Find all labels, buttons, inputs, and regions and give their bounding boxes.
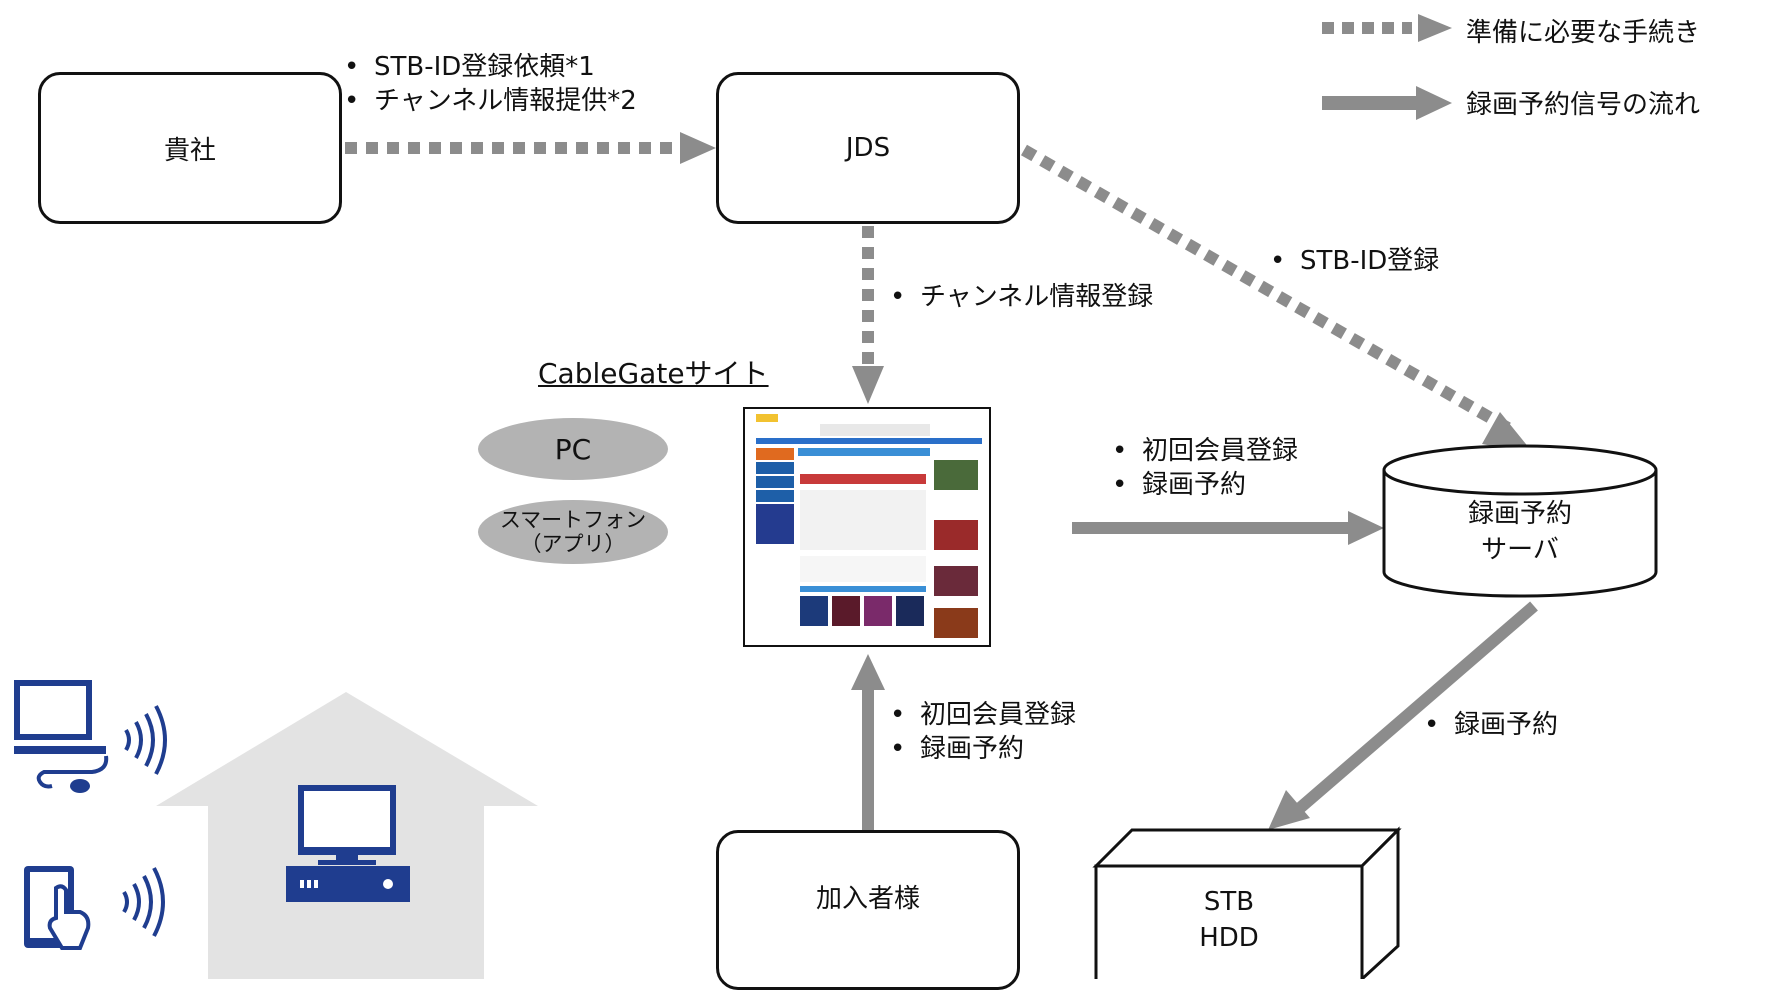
company-label: 貴社 — [163, 135, 216, 166]
wireless-signal-icon — [124, 705, 167, 775]
flow-item: 初回会員登録 — [886, 698, 1076, 732]
wireless-signal-icon — [122, 867, 165, 937]
stb-label: STB HDD — [1199, 887, 1259, 953]
cablegate-site-title: CableGateサイト — [538, 357, 769, 390]
flow-server-to-stb-labels: 録画予約 — [1420, 708, 1558, 742]
tv-with-stb-icon — [286, 785, 410, 902]
smartphone-app-pill: スマートフォン （アプリ） — [478, 500, 668, 564]
legend-solid-arrow — [1322, 86, 1452, 120]
flow-subscriber-to-site-labels: 初回会員登録 録画予約 — [886, 698, 1076, 766]
flow-item: 録画予約 — [886, 732, 1076, 766]
subscriber-box: 加入者様 — [716, 830, 1020, 990]
company-box: 貴社 — [38, 72, 342, 224]
flow-company-to-jds-labels: STB-ID登録依頼*1 チャンネル情報提供*2 — [340, 50, 637, 118]
arrow-site-to-server — [1072, 511, 1384, 545]
arrow-company-to-jds — [345, 132, 716, 164]
arrow-server-to-stb — [1268, 601, 1538, 830]
arrow-jds-to-site — [852, 226, 884, 404]
recording-server-label: 録画予約 サーバ — [1467, 499, 1572, 565]
smartphone-icon — [24, 866, 91, 950]
cablegate-site-screenshot — [743, 407, 991, 647]
flow-jds-to-site-labels: チャンネル情報登録 — [886, 280, 1153, 314]
legend-label-signal-flow: 録画予約信号の流れ — [1466, 90, 1701, 120]
jds-label: JDS — [845, 133, 891, 163]
flow-item: 初回会員登録 — [1108, 434, 1298, 468]
recording-server-cylinder — [1382, 444, 1658, 598]
arrow-jds-to-server — [1021, 144, 1534, 454]
flow-item: 録画予約 — [1420, 708, 1558, 742]
flow-item: チャンネル情報登録 — [886, 280, 1153, 314]
legend-label-preparation: 準備に必要な手続き — [1466, 18, 1701, 48]
flow-item: STB-ID登録依頼*1 — [340, 50, 637, 84]
pc-pill: PC — [478, 418, 668, 480]
arrow-subscriber-to-site — [851, 654, 885, 830]
flow-item: 録画予約 — [1108, 468, 1298, 502]
flow-item: チャンネル情報提供*2 — [340, 84, 637, 118]
pc-icon — [14, 680, 109, 793]
subscriber-label: 加入者様 — [815, 883, 920, 914]
jds-box: JDS — [716, 72, 1020, 224]
flow-item: STB-ID登録 — [1266, 244, 1439, 278]
flow-site-to-server-labels: 初回会員登録 録画予約 — [1108, 434, 1298, 502]
legend-dashed-arrow — [1322, 14, 1452, 42]
flow-jds-to-server-labels: STB-ID登録 — [1266, 244, 1439, 278]
stb-box-3d — [1092, 826, 1402, 979]
